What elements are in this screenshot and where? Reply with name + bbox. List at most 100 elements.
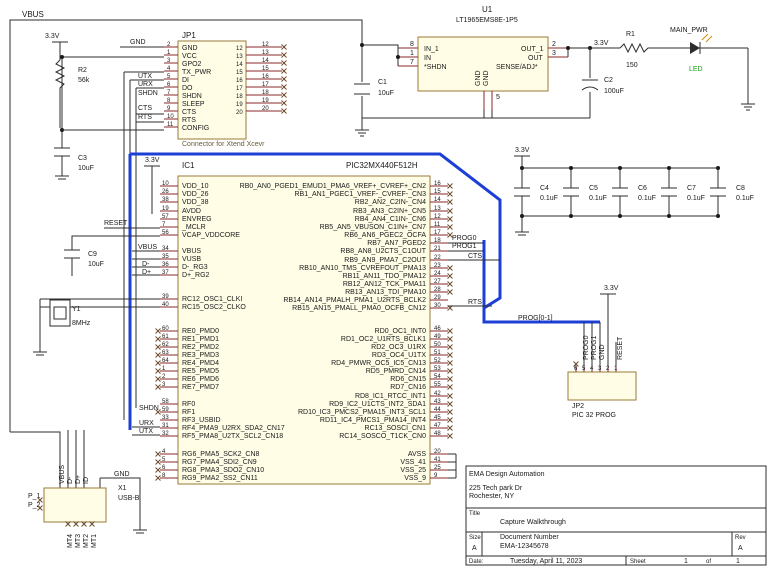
c2-ref: C2: [604, 77, 613, 84]
cap-c6[interactable]: C60.1uF: [612, 166, 656, 218]
ic1-right-pinnum: 21: [434, 246, 441, 252]
ic1-left-label: RE6_PMD6: [182, 376, 219, 383]
u1-pin-sense: SENSE/ADJ*: [496, 64, 538, 71]
x1-label-mt4: MT4: [67, 534, 74, 548]
jp1-left-label: DI: [182, 77, 189, 84]
c2-capacitor[interactable]: C2 100uF: [581, 77, 624, 95]
ic1-right-label: RC13_SOSCI_CN1: [365, 425, 427, 432]
jp1-no-connect-mark: [281, 60, 287, 66]
ic1-right-no-connect-mark: [447, 191, 453, 197]
x1-usb-connector[interactable]: VBUS D- D+ ID GND X1 USB-B P_1 P_2 MT4 M…: [10, 430, 147, 548]
r2-resistor[interactable]: 3.3V R2 56k: [45, 33, 90, 128]
u1-pinnum-2: 2: [552, 41, 556, 48]
ic1-left-pinnum: 56: [162, 230, 169, 236]
ic1-right-label: RB13_AN13_TDI_PMA10: [345, 289, 426, 296]
ic1-left-label: D+_RG2: [182, 272, 210, 279]
ic1-right-pinnum: 9: [434, 473, 438, 479]
r1-resistor[interactable]: R1 150: [619, 31, 660, 69]
jp2-pinnum: 2: [606, 366, 610, 372]
ic1-left-pinnum: 35: [162, 254, 169, 260]
ic1-right-pinnum: 46: [434, 326, 441, 332]
ic1-left-pinnum: 59: [162, 407, 169, 413]
ic1-right-pinnum: 15: [434, 189, 441, 195]
cap-c8[interactable]: C80.1uF: [710, 166, 754, 218]
led-main-pwr[interactable]: MAIN_PWR LED: [660, 27, 748, 73]
bus-lines: PROG[0-1]: [128, 152, 600, 430]
ic1-right-pinnum: 48: [434, 431, 441, 437]
ic1-rts-label: RTS: [468, 299, 482, 306]
ic1-left-label: RG9_PMA2_SS2_CN11: [182, 475, 258, 482]
ic1-left-no-connect-mark: [155, 352, 161, 358]
ic1-right-label: RD11_IC4_PMCS1_PMA14_INT4: [320, 417, 426, 424]
ic1-right-pinnum: 13: [434, 206, 441, 212]
u1-pinnum-3: 3: [552, 50, 556, 57]
ic1-right-label: VSS_41: [400, 459, 426, 466]
ic1-right-no-connect-mark: [447, 401, 453, 407]
ic1-left-label: RE0_PMD0: [182, 328, 219, 335]
u1-pin-in: IN: [424, 55, 431, 62]
u1-part: LT1965EMS8E-1P5: [456, 17, 518, 24]
ic1-right-label: RB10_AN10_TMS_CVREFOUT_PMA13: [299, 265, 426, 272]
jp1-left-label: TX_PWR: [182, 69, 211, 76]
c3-capacitor[interactable]: C3 10uF: [54, 55, 164, 180]
ic1-right-no-connect-mark: [447, 417, 453, 423]
ic1-right-no-connect-mark: [447, 183, 453, 189]
jp2-ref: JP2: [572, 403, 584, 410]
y1-crystal[interactable]: Y1 8MHz: [49, 299, 91, 327]
ic1-right-no-connect-mark: [447, 224, 453, 230]
jp1-left-pinnum: 9: [167, 106, 171, 112]
ic1-right-label: RB8_AN8_U2CTS_C1OUT: [340, 248, 426, 255]
x1-label-mt3: MT3: [75, 534, 82, 548]
cap-ref: C5: [589, 185, 598, 192]
c9-ref: C9: [88, 251, 97, 258]
ic1-right-label: RB1_AN1_PGEC1_VREF-_CVREF-_CN3: [295, 191, 427, 198]
ic1-right-label: RB14_AN14_PMALH_PMA1_U2RTS_BCLK2: [283, 297, 426, 304]
ic1-left-label: RG6_PMA5_SCK2_CN8: [182, 451, 260, 458]
ic1-left-pinnum: 6: [162, 465, 166, 471]
ic1-right-pinnum: 55: [434, 382, 441, 388]
jp1-left-label: DO: [182, 85, 193, 92]
u1-pin-in1: IN_1: [424, 46, 439, 53]
ic1-right-no-connect-mark: [447, 425, 453, 431]
cap-c7[interactable]: C70.1uF: [661, 166, 705, 218]
ic1-right-pinnum: 42: [434, 391, 441, 397]
cap-c4[interactable]: C40.1uF: [514, 166, 558, 218]
y1-value: 8MHz: [72, 320, 91, 327]
jp1-right-inner-num: 15: [236, 70, 243, 76]
jp1-right-pinnum: 19: [262, 98, 269, 104]
cap-value: 0.1uF: [638, 195, 656, 202]
c1-capacitor[interactable]: C1 10uF: [354, 79, 394, 97]
ic1-left-label: VDD_10: [182, 183, 209, 190]
tb-docnum-label: Document Number: [500, 534, 559, 541]
ic1-left-label: RC12_OSC1_CLKI: [182, 296, 242, 303]
jp1-right-pinnum: 18: [262, 90, 269, 96]
ic1-right-pinnum: 17: [434, 230, 441, 236]
ic1-right-label: RB2_AN2_C2IN-_CN4: [355, 199, 426, 206]
ic1-right-label: RD3_OC4_U1TX: [372, 352, 426, 359]
ic1-right-label: RB15_AN15_PMALL_PMA0_OCFB_CN12: [292, 305, 426, 312]
ic1-left-pinnum: 33: [162, 415, 169, 421]
jp1-net-rts: RTS: [138, 114, 152, 121]
u1-regulator[interactable]: U1 LT1965EMS8E-1P5 IN_1 IN *SHDN OUT_1 O…: [398, 5, 568, 110]
ic1-left-no-connect-mark: [155, 376, 161, 382]
u1-wiring: 3.3V: [360, 40, 620, 128]
x1-nc-mt: [89, 521, 95, 527]
ic1-right-pins: 16RB0_AN0_PGED1_EMUD1_PMA6_VREF+_CVREF+_…: [240, 181, 453, 482]
jp2-pinnum: 5: [582, 366, 586, 372]
jp1-no-connect-mark: [281, 68, 287, 74]
jp1-right-inner-num: 12: [236, 46, 243, 52]
jp2-power-label: 3.3V: [604, 285, 619, 292]
x1-nc-mt: [81, 521, 87, 527]
x1-body: [43, 487, 107, 523]
ic1-right-no-connect-mark: [447, 273, 453, 279]
tb-sheet-label: Sheet: [630, 559, 646, 565]
ic1-cts-label: CTS: [468, 253, 482, 260]
ic1-right-no-connect-mark: [447, 360, 453, 366]
cap-c5[interactable]: C50.1uF: [563, 166, 607, 218]
x1-gnd-label: GND: [114, 471, 130, 478]
